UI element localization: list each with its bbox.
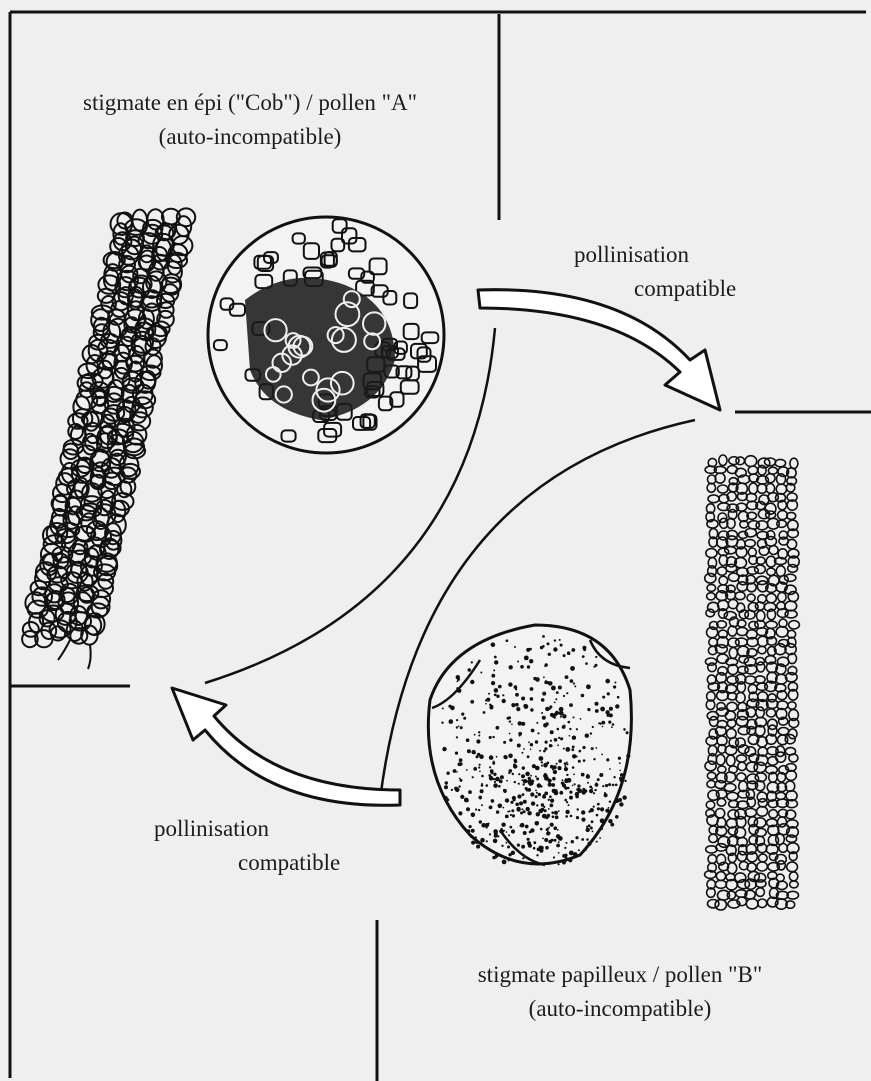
morph-b-note: (auto-incompatible) — [400, 992, 840, 1026]
arrow-bottom-caption: pollinisation compatible — [140, 812, 400, 880]
arrow-top-line1: pollinisation — [560, 238, 770, 272]
morph-a-note: (auto-incompatible) — [30, 120, 470, 154]
morph-b-caption: stigmate papilleux / pollen "B" (auto-in… — [400, 958, 840, 1026]
arrow-bottom-line2: compatible — [140, 846, 400, 880]
arrow-top-line2: compatible — [560, 272, 770, 306]
arrow-top-caption: pollinisation compatible — [560, 238, 770, 306]
arrow-bottom-line1: pollinisation — [140, 812, 400, 846]
morph-a-caption: stigmate en épi ("Cob") / pollen "A" (au… — [30, 86, 470, 154]
morph-a-title: stigmate en épi ("Cob") / pollen "A" — [30, 86, 470, 120]
pollen-a-drawing — [208, 217, 444, 453]
morph-b-title: stigmate papilleux / pollen "B" — [400, 958, 840, 992]
